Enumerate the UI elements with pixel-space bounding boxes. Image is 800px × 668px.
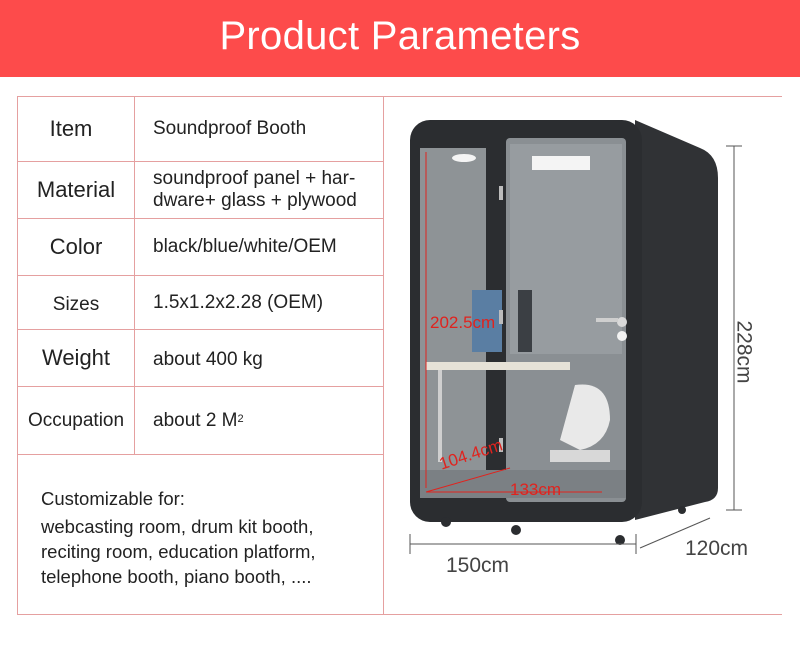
spec-label-item: Item — [49, 116, 93, 141]
monitor-icon — [472, 290, 502, 352]
spec-value-occupation-sup: 2 — [237, 412, 244, 425]
spec-label-occupation: Occupation — [27, 409, 125, 431]
spec-value-sizes: 1.5x1.2x2.28 (OEM) — [153, 291, 324, 313]
spec-value-material-line2: dware+ glass + plywood — [153, 190, 357, 211]
door-lock-icon — [617, 317, 627, 327]
customizable-block: Customizable for: webcasting room, drum … — [41, 486, 381, 589]
customizable-heading: Customizable for: — [41, 488, 185, 509]
customizable-line: reciting room, education platform, — [41, 541, 316, 562]
door-handle-icon — [596, 318, 618, 322]
customizable-line: webcasting room, drum kit booth, — [41, 516, 314, 537]
table-row-divider — [17, 329, 383, 330]
booth-foot — [441, 517, 451, 527]
booth-foot — [615, 535, 625, 545]
table-row-divider — [17, 454, 383, 455]
table-row-divider — [17, 161, 383, 162]
width-dimension-label: 150cm — [446, 554, 510, 577]
spec-value-weight: about 400 kg — [153, 349, 263, 370]
door-handle-icon — [617, 331, 627, 341]
spec-value-occupation-text: about 2 M — [153, 409, 238, 431]
spec-value-material-line1: soundproof panel + har- — [153, 168, 356, 189]
booth-desk — [426, 362, 570, 370]
door-hinge — [499, 438, 503, 452]
table-border-bottom — [17, 614, 782, 615]
depth-dimension-line — [639, 517, 711, 549]
door-hinge — [499, 310, 503, 324]
door-hinge — [499, 186, 503, 200]
depth-dimension-label: 120cm — [685, 537, 749, 560]
spec-label-sizes: Sizes — [52, 293, 100, 315]
ceiling-light-icon — [452, 154, 476, 162]
spec-label-weight: Weight — [41, 345, 111, 370]
table-row-divider — [17, 218, 383, 219]
page-title: Product Parameters — [219, 14, 581, 58]
spec-value-material: soundproof panel + har- dware+ glass + p… — [135, 162, 383, 218]
monitor-icon — [518, 290, 532, 352]
spec-value-item: Soundproof Booth — [153, 118, 307, 139]
ceiling-light-icon — [532, 156, 590, 170]
spec-label-material: Material — [36, 177, 116, 202]
table-border-left — [17, 96, 18, 614]
table-border-divider — [383, 96, 384, 614]
booth-illustration — [409, 120, 742, 554]
table-row-divider — [17, 386, 383, 387]
booth-side-panel — [635, 120, 718, 520]
header-banner: Product Parameters — [0, 0, 800, 77]
office-chair-icon — [550, 450, 610, 462]
customizable-line: telephone booth, piano booth, .... — [41, 566, 312, 587]
inner-height-label: 202.5cm — [430, 313, 496, 332]
booth-desk-leg — [438, 370, 442, 462]
inner-depth-line — [425, 467, 511, 493]
table-row-divider — [17, 275, 383, 276]
booth-foot — [511, 525, 521, 535]
table-border-top — [17, 96, 782, 97]
height-dimension-label: 228cm — [732, 320, 756, 384]
office-chair-icon — [560, 384, 610, 450]
spec-label-color: Color — [49, 234, 103, 259]
spec-value-color: black/blue/white/OEM — [153, 236, 337, 257]
booth-foot — [678, 506, 686, 514]
inner-width-label: 133cm — [510, 480, 562, 499]
